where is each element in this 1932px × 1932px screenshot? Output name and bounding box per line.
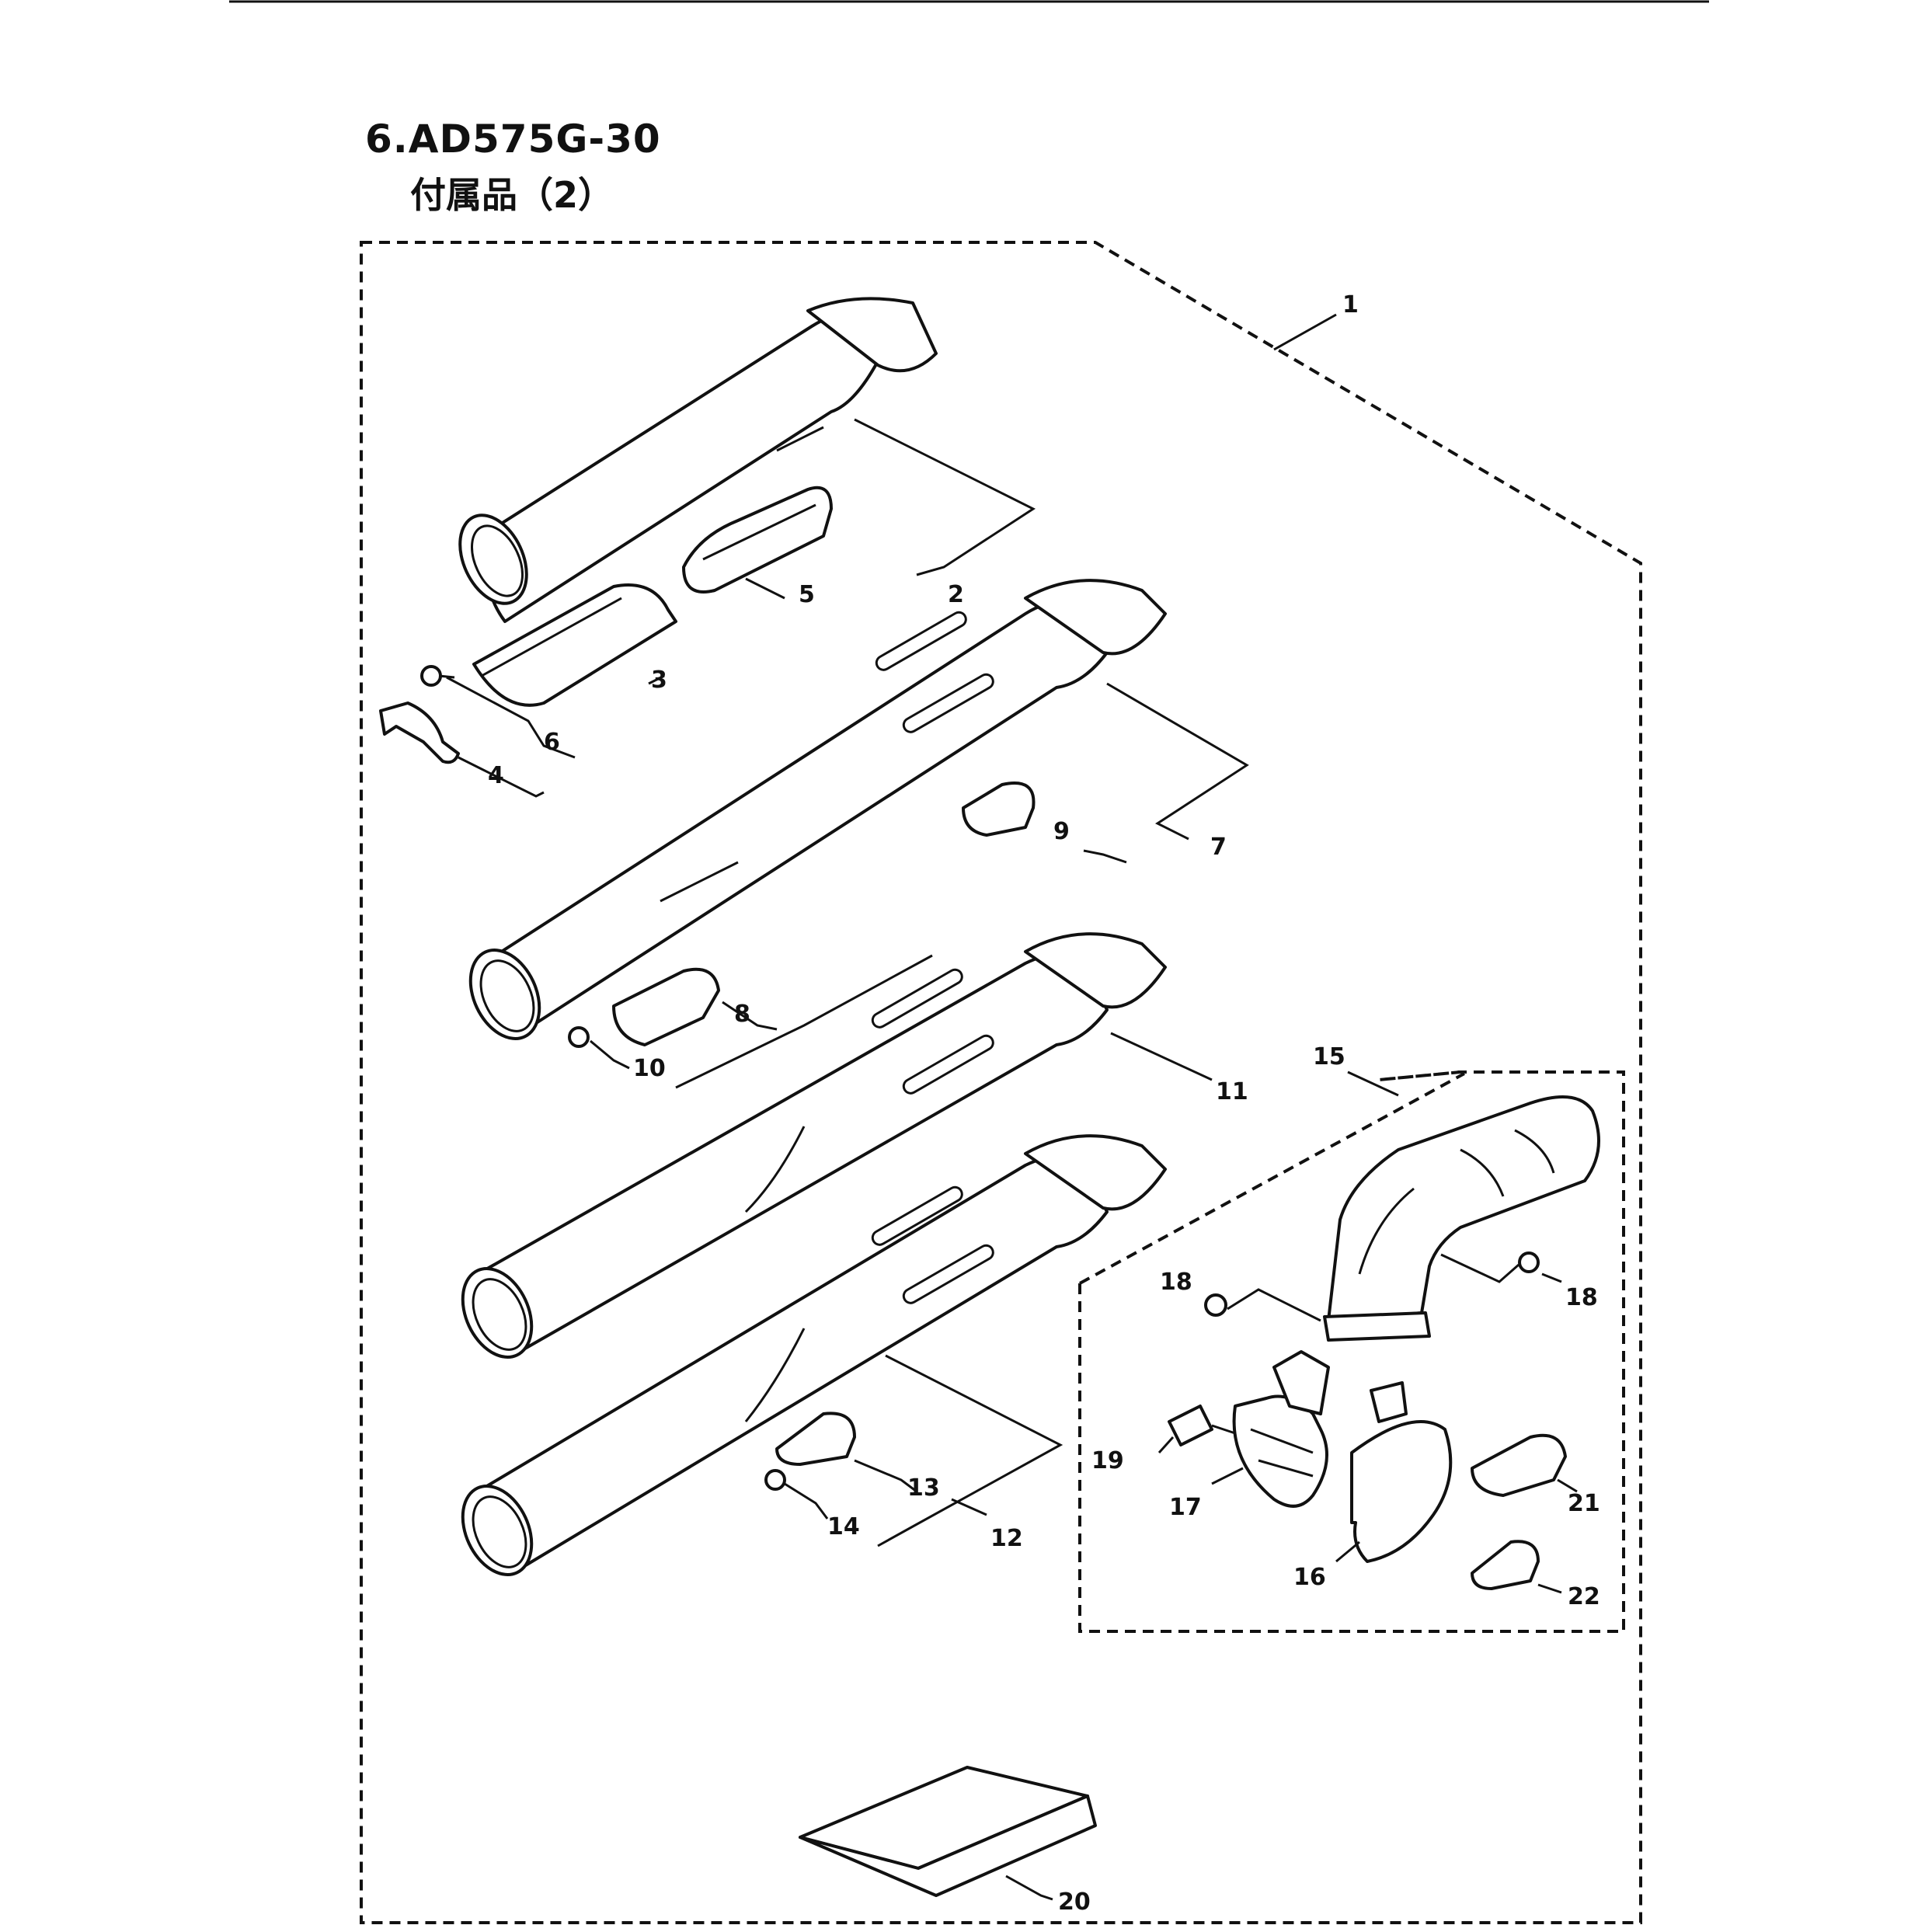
callout-9: 9 (1053, 818, 1070, 845)
part-18-screw-left (1204, 1293, 1227, 1317)
kit-boundary-inner-edge (1079, 1072, 1465, 1285)
part-22-clip (1471, 1540, 1540, 1590)
callout-13: 13 (907, 1474, 940, 1502)
kit-boundary-inner (1078, 1070, 1625, 1633)
pipe-12 (461, 1134, 1167, 1576)
callout-5: 5 (799, 581, 815, 608)
callout-11: 11 (1216, 1078, 1248, 1105)
callout-18-right: 18 (1565, 1284, 1598, 1311)
part-18-screw-right (1518, 1251, 1540, 1273)
part-8-clip (612, 967, 720, 1046)
callout-labels: 1 2 3 4 5 6 7 8 9 10 11 12 13 14 15 16 1… (488, 291, 1600, 1916)
part-9-clip (962, 782, 1036, 837)
callout-3: 3 (651, 667, 667, 694)
part-19-knob (1168, 1405, 1236, 1446)
callout-15: 15 (1313, 1043, 1345, 1070)
part-4-bracket (379, 701, 460, 764)
callout-2: 2 (948, 581, 964, 608)
nozzle-16 (1323, 1095, 1600, 1342)
diagram-subtitle: 付属品（2） (410, 174, 614, 216)
callout-4: 4 (488, 762, 504, 789)
callout-6: 6 (544, 729, 560, 756)
part-20-manual (799, 1766, 1097, 1897)
part-10-screw (568, 1026, 590, 1048)
kit-boundary-outer (360, 241, 1642, 1924)
part-14-screw (764, 1469, 786, 1491)
pipe-2 (458, 297, 938, 623)
callout-7: 7 (1210, 834, 1227, 861)
diagram-title: 6.AD575G-30 (365, 117, 661, 162)
callout-1: 1 (1342, 291, 1359, 319)
callout-12: 12 (990, 1525, 1023, 1552)
part-6-screw (420, 665, 455, 687)
leader-lines (446, 313, 1578, 1901)
part-13-clip (775, 1412, 856, 1466)
callout-10: 10 (633, 1055, 666, 1082)
part-5-clamp (682, 486, 833, 594)
part-17-clamp (1232, 1350, 1330, 1508)
callout-19: 19 (1091, 1447, 1124, 1474)
callout-22: 22 (1568, 1583, 1600, 1610)
callout-20: 20 (1058, 1888, 1091, 1916)
callout-21: 21 (1568, 1490, 1600, 1517)
part-16-lower-clamp (1350, 1381, 1453, 1563)
pipe-11 (461, 932, 1167, 1359)
pipe-7 (468, 579, 1167, 1040)
callout-8: 8 (734, 1001, 750, 1028)
callout-18-left: 18 (1160, 1269, 1192, 1296)
callout-16: 16 (1293, 1564, 1326, 1591)
part-21-clip (1471, 1433, 1567, 1497)
callout-17: 17 (1169, 1494, 1202, 1521)
callout-14: 14 (827, 1513, 860, 1540)
part-3-cover (472, 583, 677, 707)
